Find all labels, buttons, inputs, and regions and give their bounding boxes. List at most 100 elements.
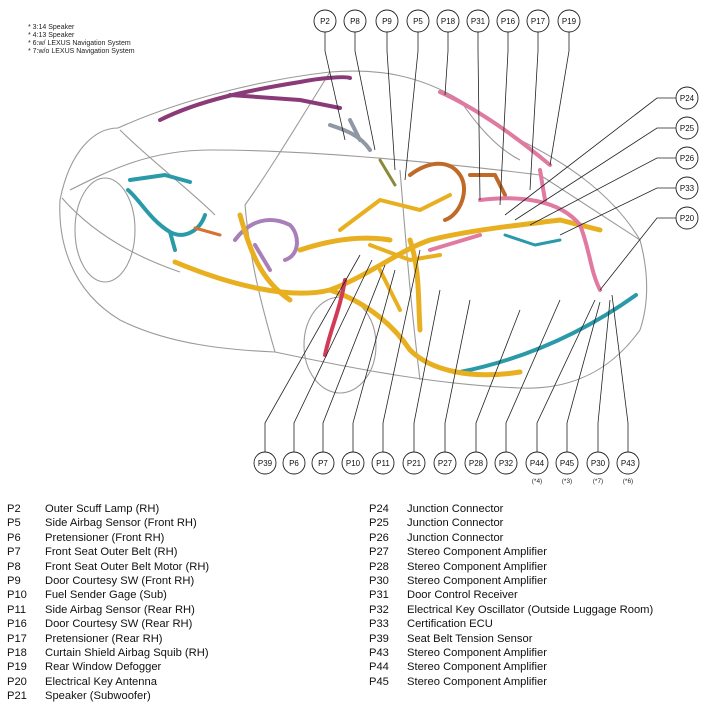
callout-label: P20 xyxy=(680,214,695,223)
leader-p18 xyxy=(444,32,449,96)
callout-p33: P33 xyxy=(675,176,699,200)
legend-code: P6 xyxy=(7,531,21,544)
legend-code: P43 xyxy=(369,647,389,660)
harness-pink-rear xyxy=(428,168,602,292)
callout-label: P25 xyxy=(680,124,695,133)
callout-circle xyxy=(494,451,518,475)
callout-label: P6 xyxy=(289,459,299,468)
leader-p24 xyxy=(504,97,676,216)
callout-label: P17 xyxy=(531,17,546,26)
callout-label: P16 xyxy=(501,17,516,26)
callout-label: P33 xyxy=(680,184,695,193)
callout-circle xyxy=(341,451,365,475)
legend-label: Side Airbag Sensor (Front RH) xyxy=(45,517,197,530)
car-windshield xyxy=(119,71,331,216)
harness-teal-rear xyxy=(458,293,638,374)
legend-label: Speaker (Subwoofer) xyxy=(45,690,151,703)
legend-code: P25 xyxy=(369,517,389,530)
callout-circle xyxy=(496,9,520,33)
callout-p20: P20 xyxy=(675,206,699,230)
legend-code: P7 xyxy=(7,546,21,559)
legend-label: Front Seat Outer Belt (RH) xyxy=(45,546,178,559)
front-wheel xyxy=(74,177,136,283)
legend-label: Certification ECU xyxy=(407,618,493,631)
callout-label: P19 xyxy=(562,17,577,26)
callout-p11: P11 xyxy=(371,451,395,475)
callout-circle xyxy=(675,206,699,230)
legend-row: P28 Stereo Component Amplifier xyxy=(369,560,653,574)
callout-label: P39 xyxy=(258,459,273,468)
leader-p27 xyxy=(444,299,471,452)
callout-p8: P8 xyxy=(343,9,367,33)
legend-code: P27 xyxy=(369,546,389,559)
callout-p9: P9 xyxy=(375,9,399,33)
harness-olive xyxy=(378,158,397,187)
leader-p25 xyxy=(514,127,676,221)
callout-circle xyxy=(557,9,581,33)
legend-label: Curtain Shield Airbag Squib (RH) xyxy=(45,647,209,660)
wire-harnesses xyxy=(126,75,638,378)
legend-code: P32 xyxy=(369,603,389,616)
callout-circle xyxy=(375,9,399,33)
callout-p27: P27 xyxy=(433,451,457,475)
leader-p6 xyxy=(293,259,373,452)
callout-p43: P43(*6) xyxy=(616,451,640,485)
note-line: * 3:14 Speaker xyxy=(28,24,75,31)
legend-code: P17 xyxy=(7,632,27,645)
legend-code: P18 xyxy=(7,647,27,660)
legend-label: Junction Connector xyxy=(407,531,504,544)
legend-code: P44 xyxy=(369,661,389,674)
legend-label: Rear Window Defogger xyxy=(45,661,162,674)
callout-circle xyxy=(436,9,460,33)
leader-p7 xyxy=(322,264,386,452)
callout-label: P9 xyxy=(382,17,392,26)
legend-code: P24 xyxy=(369,503,389,515)
callout-p31: P31 xyxy=(466,9,490,33)
legend-code: P39 xyxy=(369,632,389,645)
callout-p32: P32 xyxy=(494,451,518,475)
legend-label: Stereo Component Amplifier xyxy=(407,560,547,573)
legend-label: Stereo Component Amplifier xyxy=(407,575,547,588)
door-line xyxy=(244,169,421,381)
callout-label: P7 xyxy=(318,459,328,468)
harness-purple-roof xyxy=(158,75,352,122)
callout-note: (*6) xyxy=(623,478,633,485)
leader-p10 xyxy=(352,269,396,452)
callout-p10: P10 xyxy=(341,451,365,475)
legend-label: Stereo Component Amplifier xyxy=(407,661,547,674)
callout-note: (*4) xyxy=(532,478,542,485)
callout-circle xyxy=(616,451,640,475)
legend-code: P19 xyxy=(7,661,27,674)
note-line: * 6:w/ LEXUS Navigation System xyxy=(28,40,131,47)
callout-circle xyxy=(433,451,457,475)
callout-label: P44 xyxy=(530,459,545,468)
callout-p6: P6 xyxy=(282,451,306,475)
leader-p20 xyxy=(599,217,676,291)
legend-label: Outer Scuff Lamp (RH) xyxy=(45,503,160,515)
callout-p30: P30(*7) xyxy=(586,451,610,485)
legend-row: P44 Stereo Component Amplifier xyxy=(369,660,653,674)
callout-label: P24 xyxy=(680,94,695,103)
legend-code: P28 xyxy=(369,560,389,573)
legend-label: Door Courtesy SW (Front RH) xyxy=(45,575,195,588)
callout-circle xyxy=(675,176,699,200)
harness-orange xyxy=(193,226,222,237)
notes: * 3:14 Speaker * 4:13 Speaker * 6:w/ LEX… xyxy=(28,24,135,56)
note-line: * 4:13 Speaker xyxy=(28,32,75,39)
legend-label: Junction Connector xyxy=(407,517,504,530)
legend-code: P10 xyxy=(7,589,27,602)
callout-circle xyxy=(525,451,549,475)
leader-p43 xyxy=(611,294,629,452)
legend-label: Pretensioner (Front RH) xyxy=(45,531,165,544)
legend-code: P11 xyxy=(7,603,27,616)
callout-label: P5 xyxy=(413,17,423,26)
